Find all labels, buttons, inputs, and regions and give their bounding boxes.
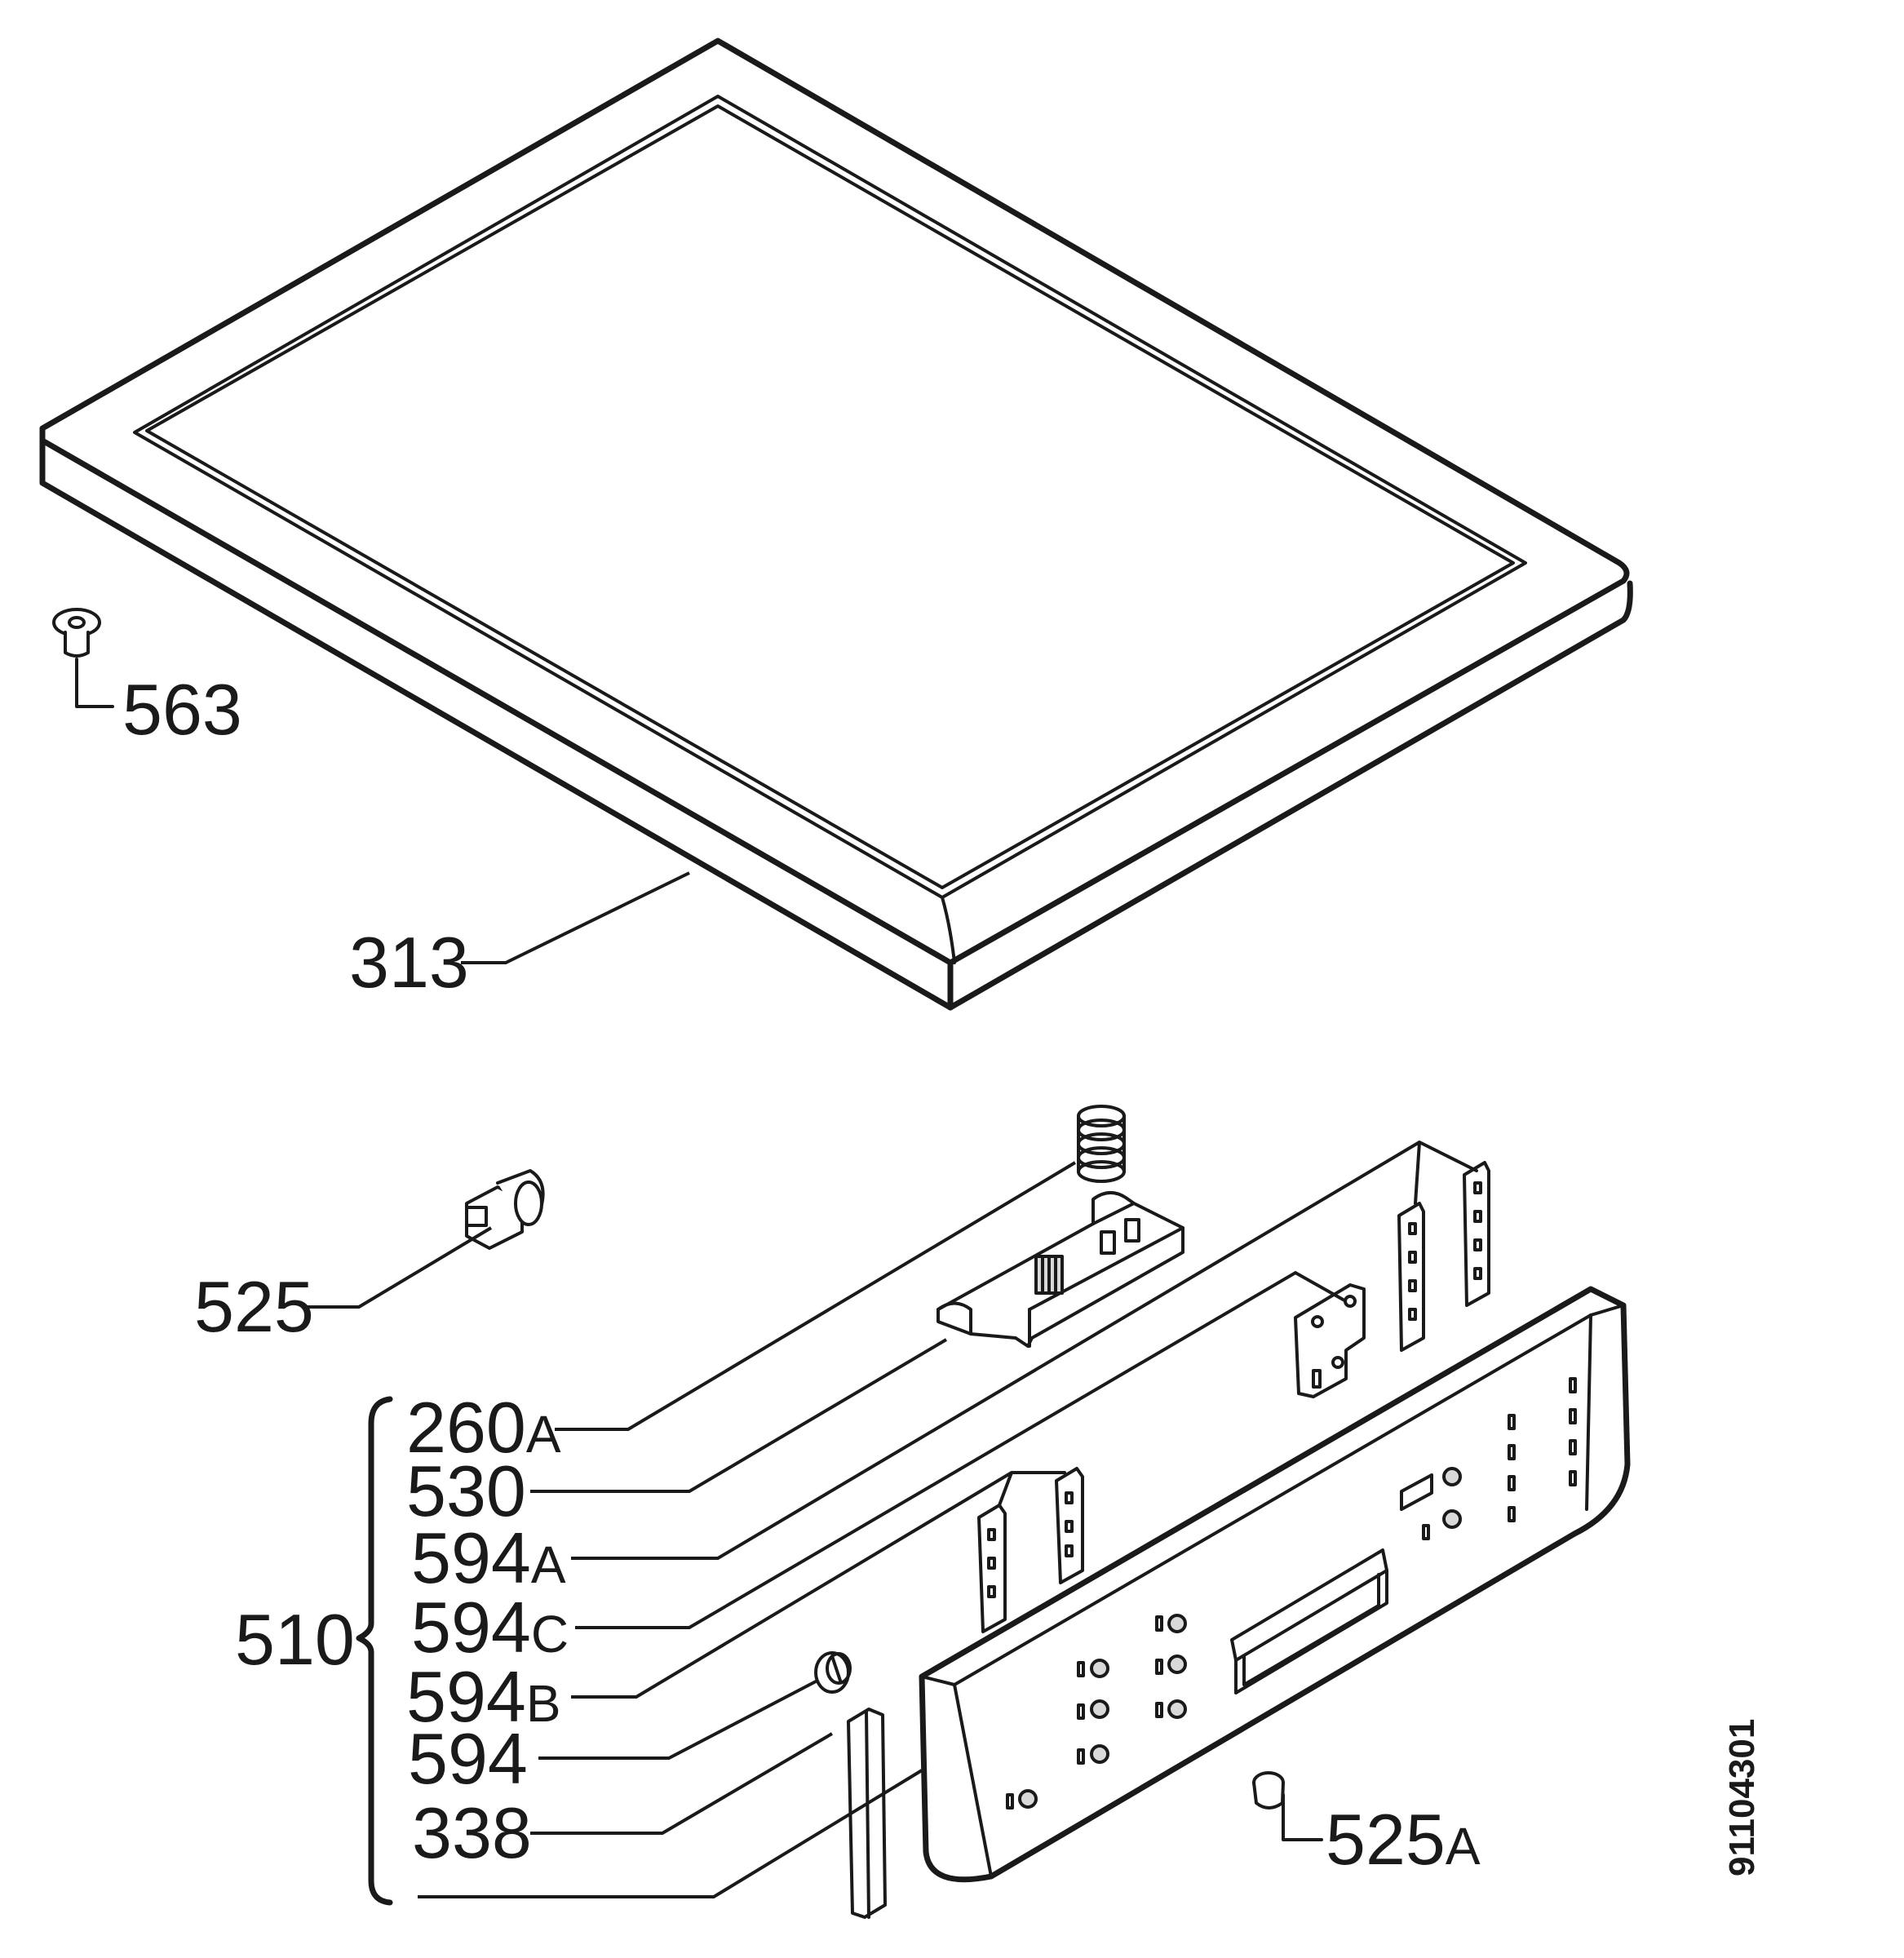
label-594c: 594C — [411, 1587, 569, 1668]
knob-594 — [814, 1651, 852, 1694]
label-313: 313 — [349, 922, 469, 1003]
panel-buttons — [1018, 1467, 1462, 1809]
label-525: 525 — [194, 1266, 314, 1347]
light-guide-594a — [1397, 1141, 1490, 1352]
label-530: 530 — [406, 1451, 526, 1531]
label-260a: 260A — [406, 1387, 561, 1468]
spring-260a — [1077, 1105, 1126, 1183]
holder-530 — [937, 1191, 1184, 1348]
cap-525a — [1252, 1771, 1323, 1841]
label-510: 510 — [235, 1599, 355, 1680]
label-563: 563 — [122, 669, 242, 750]
worktop-frame-313 — [39, 38, 1633, 1011]
light-guide-594c — [1294, 1283, 1366, 1398]
part-labels: 563 313 525 260A 530 594A 594C 510 594B … — [122, 669, 1481, 1880]
panel-led-slots — [1006, 1377, 1577, 1810]
label-594: 594 — [408, 1718, 528, 1799]
label-594b: 594B — [406, 1656, 561, 1737]
leader-lines — [306, 871, 1421, 1898]
drawing-number: 91104301 — [1722, 1719, 1762, 1876]
label-525a: 525A — [1326, 1799, 1481, 1880]
screw-563 — [52, 608, 114, 708]
label-338: 338 — [412, 1792, 532, 1873]
label-594a: 594A — [411, 1517, 566, 1598]
light-guide-594b — [977, 1467, 1084, 1633]
trim-strip-338 — [847, 1708, 887, 1919]
group-brace-510 — [356, 1396, 393, 1906]
control-panel-510 — [919, 1286, 1631, 1883]
